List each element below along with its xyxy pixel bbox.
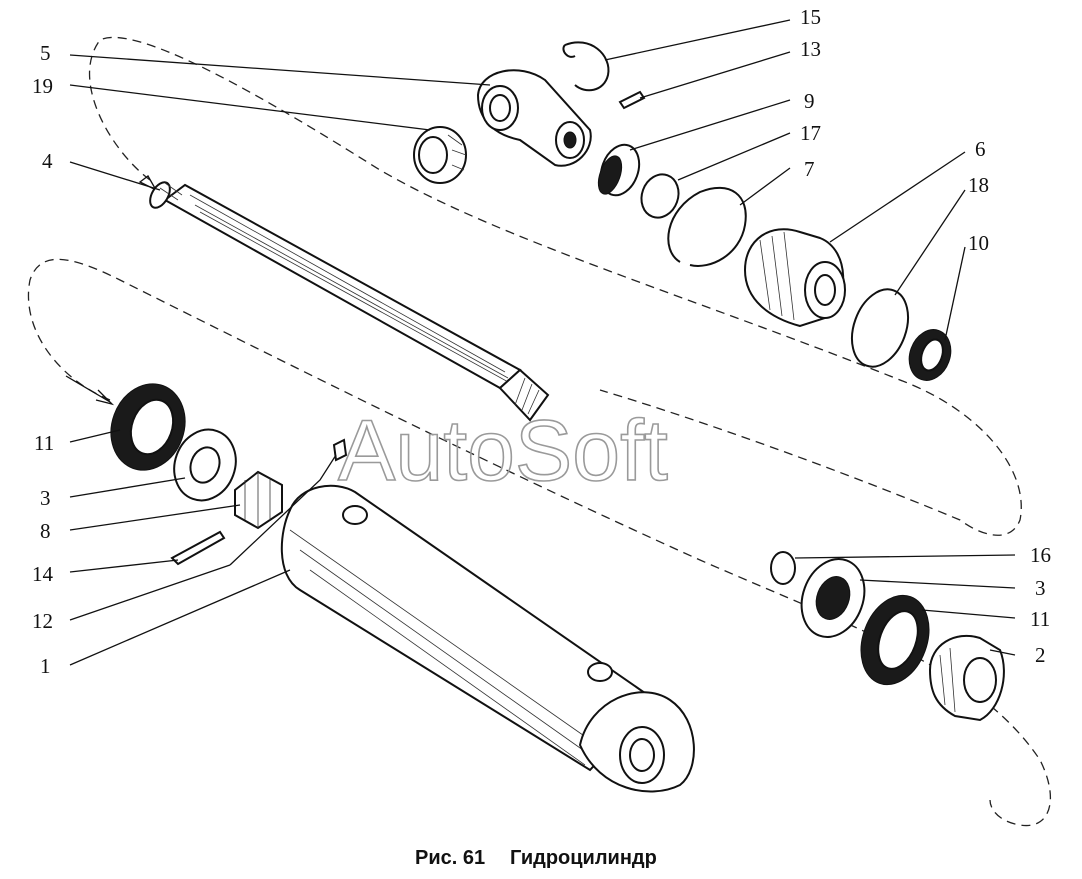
o-ring-18: [850, 288, 910, 368]
callout-19: 19: [32, 74, 53, 98]
callout-11-left: 11: [34, 431, 54, 455]
caption-title: Гидроцилиндр: [510, 847, 657, 869]
callout-3-right: 3: [1035, 576, 1046, 600]
callout-8: 8: [40, 519, 51, 543]
gland-nut-2: [928, 634, 1005, 722]
o-ring-16: [770, 551, 796, 585]
callout-2: 2: [1035, 643, 1046, 667]
callout-10: 10: [968, 231, 989, 255]
pin-13: [618, 90, 646, 110]
callout-12: 12: [32, 609, 53, 633]
seal-11-left: [110, 383, 186, 471]
callout-4: 4: [42, 149, 53, 173]
callout-17: 17: [800, 121, 821, 145]
callout-15: 15: [800, 5, 821, 29]
castle-nut-8: [234, 470, 283, 530]
callout-3-left: 3: [40, 486, 51, 510]
callout-16: 16: [1030, 543, 1051, 567]
callout-5: 5: [40, 41, 51, 65]
callout-11-right: 11: [1030, 607, 1050, 631]
figure-caption: Рис. 61: [415, 847, 485, 869]
ring-10: [908, 329, 952, 381]
watermark: AutoSoft: [338, 403, 668, 499]
callout-6: 6: [975, 137, 986, 161]
callout-numbers: 15 13 5 19 9 17 4 7 6 18 10 11 3 8 14 12…: [32, 5, 1051, 678]
snap-ring-15: [562, 41, 610, 92]
ring-17: [640, 173, 680, 219]
callout-1: 1: [40, 654, 51, 678]
caption-prefix: Рис. 61: [415, 847, 485, 869]
path-arrow-cylinder: [65, 375, 115, 406]
piston-6: [743, 228, 846, 328]
seal-11-right: [860, 594, 930, 686]
callout-14: 14: [32, 562, 54, 586]
split-ring-7: [667, 186, 747, 267]
callout-13: 13: [800, 37, 821, 61]
callout-7: 7: [804, 157, 815, 181]
assembly-path-cylinder: [27, 258, 1052, 827]
callout-18: 18: [968, 173, 989, 197]
rod-head-eye: [476, 69, 592, 167]
nut-19: [413, 126, 467, 184]
piston-rod: [149, 181, 550, 422]
callout-9: 9: [804, 89, 815, 113]
assembly-path-rod: [89, 36, 1022, 536]
leader-lines: [69, 19, 1016, 666]
bushing-9: [597, 143, 641, 197]
cylinder-body-1: [280, 484, 695, 793]
washer-3-left: [173, 428, 237, 502]
washer-3-right: [800, 558, 866, 638]
cotter-pin-14: [170, 530, 226, 566]
